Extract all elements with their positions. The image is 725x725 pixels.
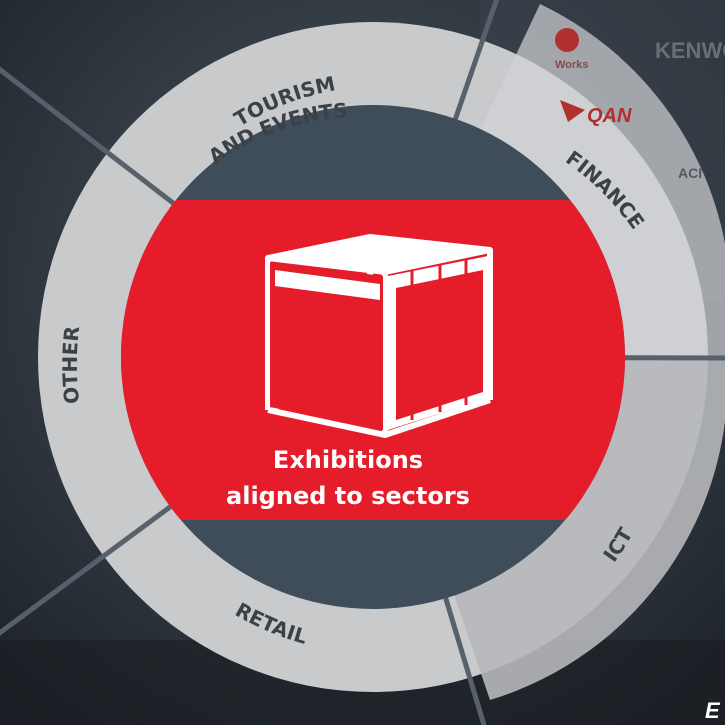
background-logos: Works KENWO QAN ACI E bbox=[555, 28, 725, 723]
background-logo-e: E bbox=[705, 698, 721, 723]
background-logo-aci: ACI bbox=[678, 165, 702, 181]
qantas-logo-icon bbox=[560, 100, 585, 122]
background-logo-works: Works bbox=[555, 59, 588, 71]
center-caption-line2: aligned to sectors bbox=[226, 482, 470, 510]
sector-label-other: OTHER bbox=[58, 325, 84, 405]
exhibition-booth-icon bbox=[265, 234, 493, 438]
center-caption: Exhibitions aligned to sectors bbox=[178, 442, 518, 514]
center-caption-line1: Exhibitions bbox=[272, 446, 424, 474]
works-logo-icon bbox=[555, 28, 579, 52]
background-logo-kenwood: KENWO bbox=[655, 38, 725, 63]
background-logo-qantas: QAN bbox=[587, 105, 632, 127]
